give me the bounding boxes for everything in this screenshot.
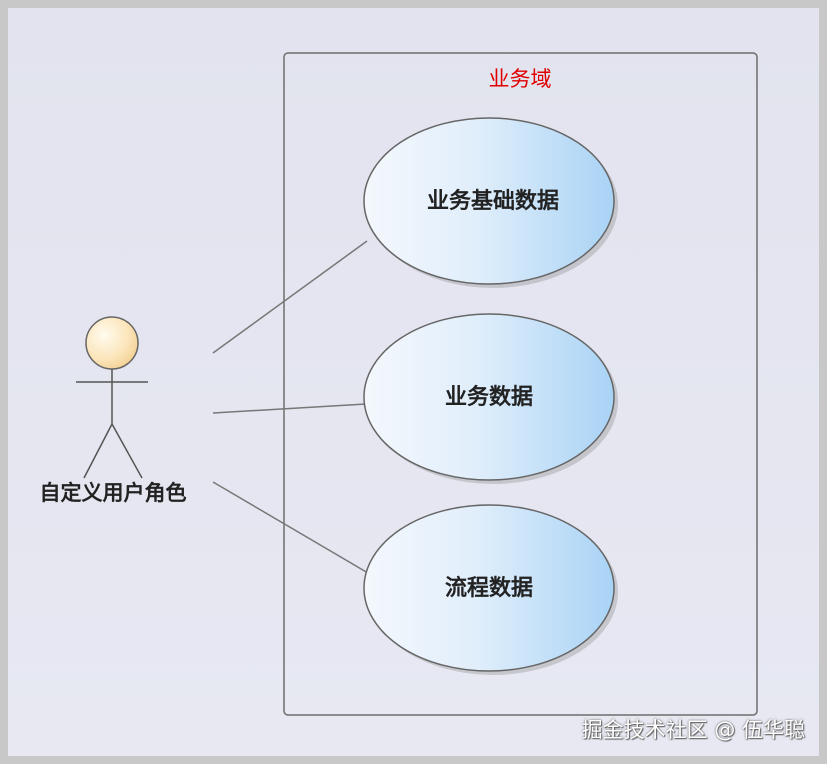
boundary-label: 业务域 <box>489 67 552 91</box>
watermark: 掘金技术社区 @ 伍华聪 <box>581 718 805 742</box>
actor-head <box>85 316 139 370</box>
actor[interactable]: 自定义用户角色 <box>40 316 187 505</box>
use-case-2[interactable]: 业务数据 <box>363 313 618 484</box>
system-boundary[interactable] <box>283 52 758 716</box>
association-line-2 <box>212 403 367 414</box>
use-case-label: 流程数据 <box>445 575 533 601</box>
use-case-label: 业务数据 <box>445 384 533 410</box>
actor-label: 自定义用户角色 <box>40 481 187 505</box>
association-line-1 <box>212 240 368 354</box>
use-case-ellipse <box>363 117 615 285</box>
association-line-3 <box>212 481 369 574</box>
use-case-1[interactable]: 业务基础数据 <box>363 117 618 288</box>
use-case-ellipse <box>363 504 615 672</box>
use-case-label: 业务基础数据 <box>427 188 559 214</box>
use-case-3[interactable]: 流程数据 <box>363 504 618 675</box>
use-case-ellipse <box>363 313 615 481</box>
